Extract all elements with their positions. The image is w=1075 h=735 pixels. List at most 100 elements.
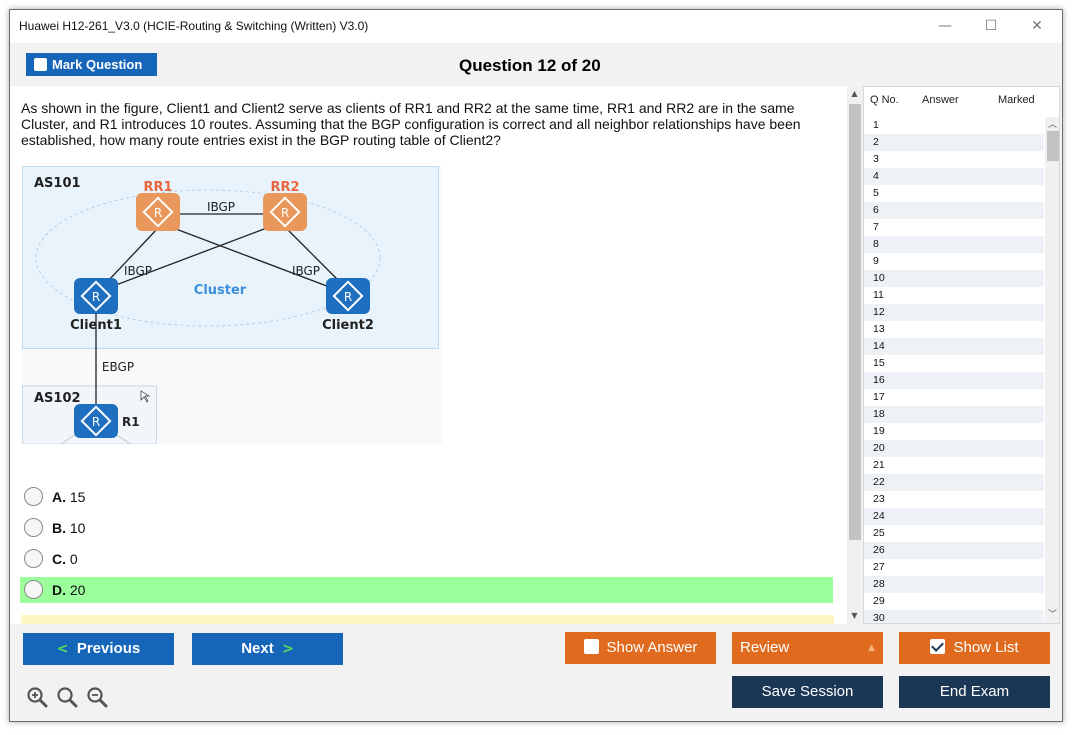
question-list-row[interactable]: 14 bbox=[864, 338, 1044, 355]
show-answer-label: Show Answer bbox=[606, 639, 698, 656]
scroll-up-icon[interactable]: ▲ bbox=[851, 89, 858, 98]
rr2-label: RR2 bbox=[270, 180, 299, 195]
question-list-row[interactable]: 30 bbox=[864, 610, 1044, 623]
option-letter: B. bbox=[52, 520, 66, 536]
question-list-row[interactable]: 21 bbox=[864, 457, 1044, 474]
client1-label: Client1 bbox=[70, 318, 122, 333]
scroll-down-icon[interactable]: ▼ bbox=[851, 611, 858, 620]
r1-router-icon: R bbox=[74, 404, 118, 438]
end-exam-button[interactable]: End Exam bbox=[899, 676, 1050, 708]
svg-text:R: R bbox=[281, 206, 289, 220]
option-c[interactable]: C. 0 bbox=[20, 546, 833, 572]
option-letter: C. bbox=[52, 551, 66, 567]
minimize-button[interactable]: — bbox=[938, 18, 952, 34]
question-list-row[interactable]: 23 bbox=[864, 491, 1044, 508]
checkbox-checked-icon bbox=[930, 639, 946, 654]
question-list-row[interactable]: 1 bbox=[864, 117, 1044, 134]
question-scrollbar[interactable]: ▲ ▼ bbox=[847, 86, 862, 624]
review-dropdown[interactable]: Review ▲ bbox=[732, 632, 883, 664]
rr1-label: RR1 bbox=[143, 180, 172, 195]
checkbox-icon bbox=[583, 639, 599, 654]
zoom-in-icon[interactable] bbox=[26, 686, 48, 708]
radio-button[interactable] bbox=[24, 487, 43, 506]
client1-router-icon: R bbox=[74, 278, 118, 314]
scroll-thumb[interactable] bbox=[849, 104, 861, 540]
close-button[interactable]: ✕ bbox=[1031, 18, 1043, 34]
checkbox-icon bbox=[34, 58, 47, 71]
svg-text:R: R bbox=[344, 290, 352, 304]
question-list-row[interactable]: 18 bbox=[864, 406, 1044, 423]
option-b[interactable]: B. 10 bbox=[20, 515, 833, 541]
question-list-row[interactable]: 3 bbox=[864, 151, 1044, 168]
chevron-right-icon: > bbox=[282, 641, 294, 657]
question-text: As shown in the figure, Client1 and Clie… bbox=[21, 100, 801, 148]
question-list-row[interactable]: 27 bbox=[864, 559, 1044, 576]
maximize-button[interactable]: ☐ bbox=[984, 18, 998, 34]
question-list-row[interactable]: 8 bbox=[864, 236, 1044, 253]
zoom-reset-icon[interactable] bbox=[56, 686, 78, 708]
question-list-row[interactable]: 5 bbox=[864, 185, 1044, 202]
question-list-row[interactable]: 15 bbox=[864, 355, 1044, 372]
previous-label: Previous bbox=[76, 640, 141, 657]
save-session-button[interactable]: Save Session bbox=[732, 676, 883, 708]
marked-header: Marked bbox=[998, 94, 1035, 106]
next-button[interactable]: Next > bbox=[192, 633, 343, 665]
question-list-row[interactable]: 2 bbox=[864, 134, 1044, 151]
question-list-row[interactable]: 12 bbox=[864, 304, 1044, 321]
scroll-down-icon[interactable]: ﹀ bbox=[1047, 610, 1057, 620]
review-label: Review bbox=[740, 639, 790, 656]
question-list-row[interactable]: 13 bbox=[864, 321, 1044, 338]
question-list-row[interactable]: 24 bbox=[864, 508, 1044, 525]
next-label: Next bbox=[241, 640, 274, 657]
r1-label: R1 bbox=[122, 415, 140, 429]
cluster-label: Cluster bbox=[194, 283, 247, 298]
question-list-row[interactable]: 16 bbox=[864, 372, 1044, 389]
question-list-row[interactable]: 29 bbox=[864, 593, 1044, 610]
network-topology-figure: R R R R R AS101 bbox=[22, 166, 442, 444]
rr1-router-icon: R bbox=[136, 193, 180, 231]
window-title: Huawei H12-261_V3.0 (HCIE-Routing & Swit… bbox=[19, 19, 369, 33]
as102-label: AS102 bbox=[34, 391, 81, 406]
client2-router-icon: R bbox=[326, 278, 370, 314]
cluster-boundary bbox=[35, 189, 381, 327]
question-list-row[interactable]: 19 bbox=[864, 423, 1044, 440]
question-list-row[interactable]: 25 bbox=[864, 525, 1044, 542]
question-list-row[interactable]: 7 bbox=[864, 219, 1044, 236]
show-list-button[interactable]: Show List bbox=[899, 632, 1050, 664]
question-list-row[interactable]: 6 bbox=[864, 202, 1044, 219]
question-list-row[interactable]: 10 bbox=[864, 270, 1044, 287]
mark-question-button[interactable]: Mark Question bbox=[26, 53, 157, 76]
scroll-up-icon[interactable]: ︿ bbox=[1047, 120, 1057, 130]
radio-button[interactable] bbox=[24, 518, 43, 537]
zoom-out-icon[interactable] bbox=[86, 686, 108, 708]
question-list-row[interactable]: 22 bbox=[864, 474, 1044, 491]
exam-window: Huawei H12-261_V3.0 (HCIE-Routing & Swit… bbox=[9, 9, 1063, 722]
scroll-thumb[interactable] bbox=[1047, 131, 1059, 161]
question-list-row[interactable]: 11 bbox=[864, 287, 1044, 304]
previous-button[interactable]: < Previous bbox=[23, 633, 174, 665]
as101-region bbox=[22, 166, 439, 349]
svg-text:R: R bbox=[92, 415, 100, 429]
option-text: 0 bbox=[69, 551, 78, 567]
option-text: 10 bbox=[69, 520, 86, 536]
mouse-cursor-icon bbox=[140, 390, 151, 403]
question-list-row[interactable]: 9 bbox=[864, 253, 1044, 270]
explanation-strip bbox=[21, 615, 834, 624]
question-list-scrollbar[interactable]: ︿ ﹀ bbox=[1045, 117, 1059, 623]
radio-button[interactable] bbox=[24, 580, 43, 599]
option-d[interactable]: D. 20 bbox=[20, 577, 833, 603]
radio-button[interactable] bbox=[24, 549, 43, 568]
question-list-row[interactable]: 17 bbox=[864, 389, 1044, 406]
dropdown-arrow-icon: ▲ bbox=[868, 643, 875, 653]
question-list-row[interactable]: 20 bbox=[864, 440, 1044, 457]
question-list-row[interactable]: 26 bbox=[864, 542, 1044, 559]
question-list-row[interactable]: 4 bbox=[864, 168, 1044, 185]
option-a[interactable]: A. 15 bbox=[20, 484, 833, 510]
question-list-row[interactable]: 28 bbox=[864, 576, 1044, 593]
as101-label: AS101 bbox=[34, 176, 81, 191]
show-answer-button[interactable]: Show Answer bbox=[565, 632, 716, 664]
question-panel: As shown in the figure, Client1 and Clie… bbox=[10, 86, 847, 624]
chevron-left-icon: < bbox=[56, 641, 69, 657]
